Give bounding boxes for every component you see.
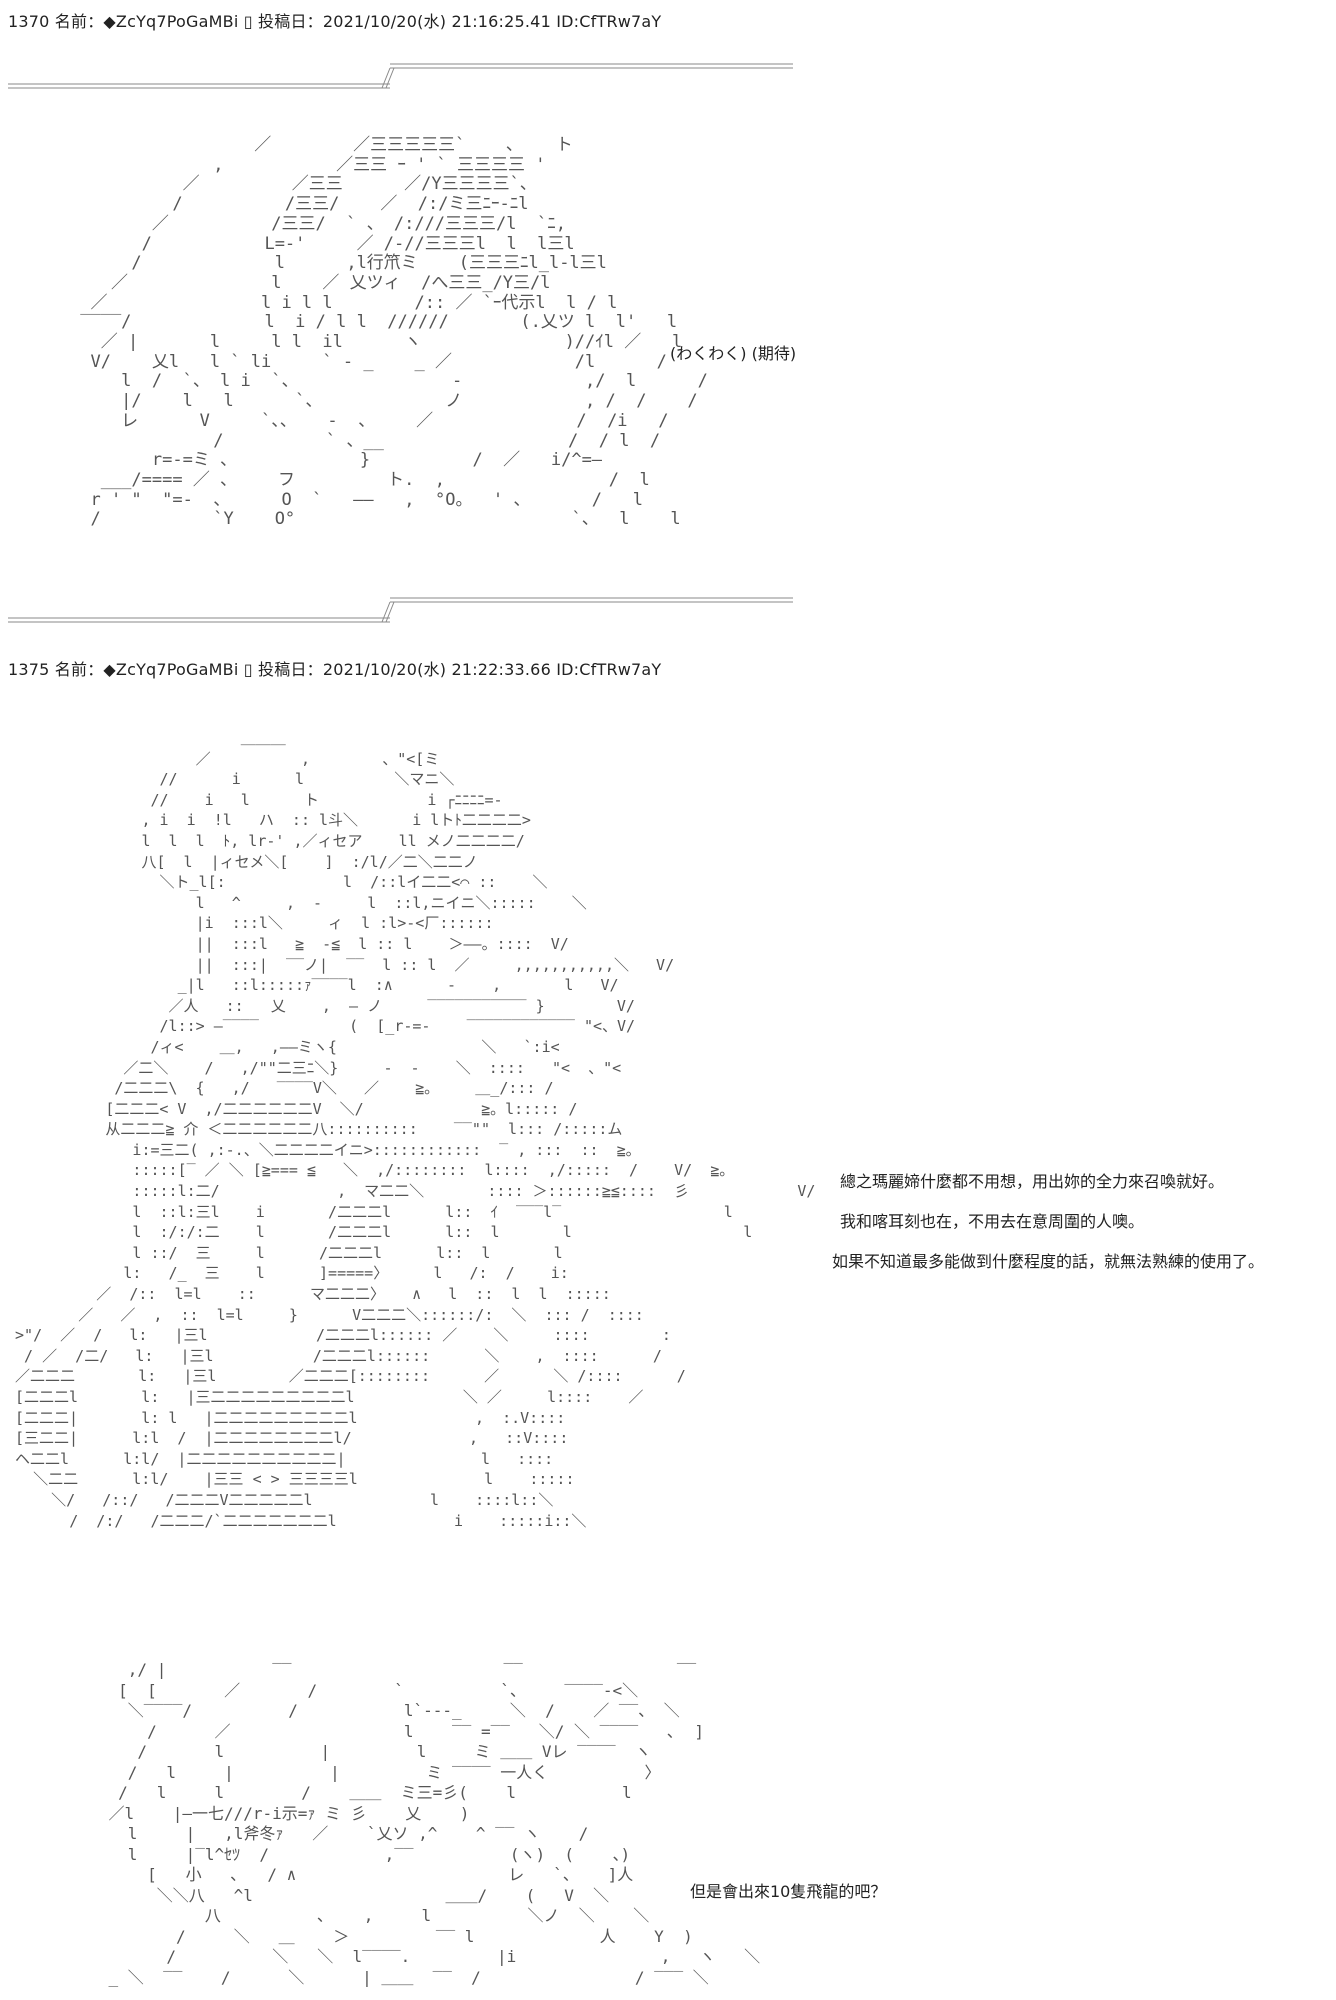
divider-line bbox=[8, 58, 793, 96]
dialogue-line-4: 但是會出來10隻飛龍的吧？ bbox=[690, 1882, 887, 1901]
dialogue-group: 總之瑪麗媂什麼都不用想，用出妳的全力來召喚就好。 我和喀耳刻也在，不用去在意周圍… bbox=[832, 1172, 1264, 1292]
caption-excited: (わくわく) (期待) bbox=[670, 344, 797, 363]
ascii-art-character: ／ ／三三三三三` ､ ト , ／三三 ｰ ' ` 三三三三 ' ／ ／三三 ／… bbox=[80, 135, 708, 530]
ascii-art-two-characters: ＿＿＿ ／ , 、"<[ミ // i l ＼マニ＼ // i l ト i ┌ﾆﾆ… bbox=[15, 729, 816, 1530]
dialogue-line-2: 我和喀耳刻也在，不用去在意周圍的人噢。 bbox=[840, 1212, 1145, 1231]
divider-line bbox=[8, 592, 793, 630]
post-header-1370: 1370 名前：◆ZcYq7PoGaMBi ▯ 投稿日：2021/10/20(水… bbox=[8, 12, 662, 31]
ascii-art-character-bottom: ,/ | ‾‾ ‾‾ ‾‾ [ [ ／ / ` `、 ‾‾‾‾-<＼ ＼‾‾‾‾… bbox=[108, 1660, 761, 1987]
post-header-1375: 1375 名前：◆ZcYq7PoGaMBi ▯ 投稿日：2021/10/20(水… bbox=[8, 660, 662, 679]
dialogue-line-3: 如果不知道最多能做到什麼程度的話，就無法熟練的使用了。 bbox=[832, 1252, 1265, 1271]
dialogue-line-1: 總之瑪麗媂什麼都不用想，用出妳的全力來召喚就好。 bbox=[840, 1172, 1225, 1191]
